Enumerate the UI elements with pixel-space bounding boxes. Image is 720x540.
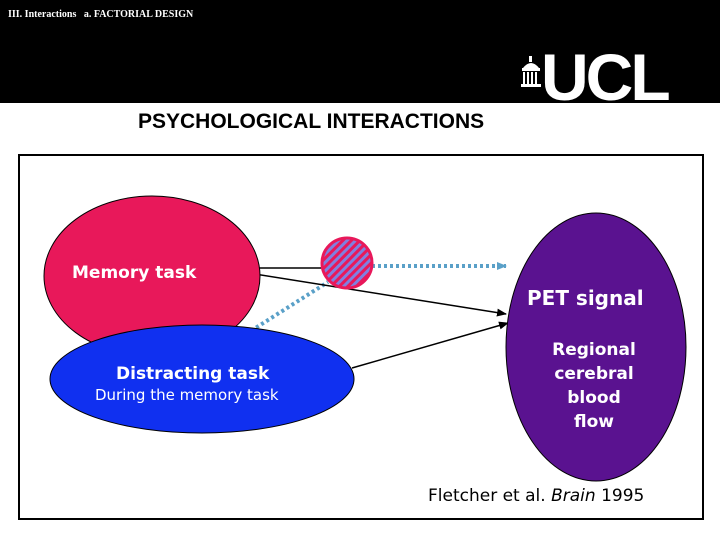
ucl-portico-icon: [521, 56, 541, 87]
citation-authors: Fletcher et al.: [428, 486, 546, 506]
pet-signal-label: PET signal: [527, 286, 644, 310]
diagram-frame: [18, 154, 704, 520]
citation-year: 1995: [601, 486, 645, 506]
memory-to-pet-arrow: [229, 269, 507, 317]
distracting-task-sublabel: During the memory task: [95, 386, 279, 404]
header-bar: [0, 0, 720, 103]
interaction-node: [320, 236, 374, 290]
distracting-to-pet-arrow: [351, 321, 509, 369]
pet-signal-node: [505, 212, 687, 482]
memory-task-label: Memory task: [72, 263, 197, 283]
citation: Fletcher et al. Brain 1995: [428, 486, 644, 506]
page-title: PSYCHOLOGICAL INTERACTIONS: [138, 110, 485, 133]
distracting-to-interaction-arrow: [244, 280, 330, 336]
distracting-task-node: [49, 324, 355, 434]
rcbf-label: Regional cerebral blood flow: [552, 340, 636, 432]
distracting-task-label: Distracting task: [116, 364, 270, 384]
ucl-logo: UCL: [541, 40, 671, 114]
breadcrumb: III. Interactions a. FACTORIAL DESIGN: [8, 9, 194, 20]
citation-journal: Brain: [551, 486, 596, 506]
